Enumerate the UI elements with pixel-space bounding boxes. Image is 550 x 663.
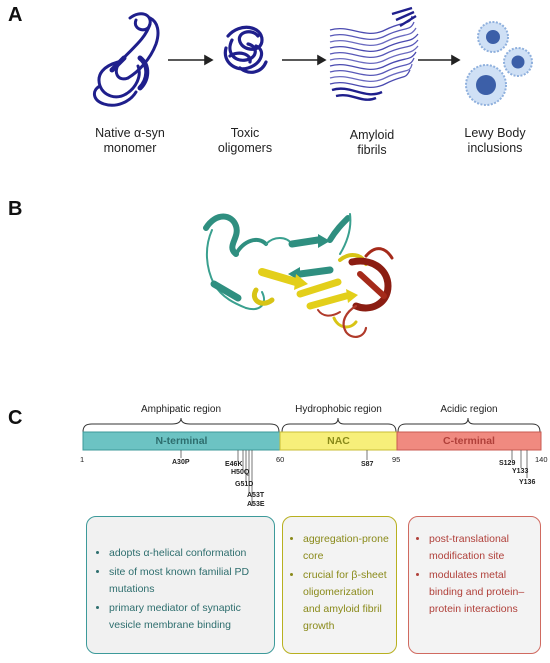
mutation-y136: Y136	[519, 479, 536, 486]
position-140: 140	[535, 455, 548, 464]
mutation-g51d: G51D	[235, 481, 254, 488]
card-bullet: aggregation-prone core	[303, 531, 390, 565]
mutation-a30p: A30P	[172, 459, 190, 466]
c-terminal-card: post-translational modification site mod…	[408, 516, 541, 654]
c-terminal-bar	[396, 431, 542, 451]
card-bullet: site of most known familial PD mutations	[109, 564, 264, 598]
card-bullet: crucial for β-sheet oligomerization and …	[303, 567, 390, 635]
card-bullet: primary mediator of synaptic vesicle mem…	[109, 600, 264, 634]
region-amphipatic-label: Amphipatic region	[140, 404, 222, 415]
oligomer-structure-icon	[223, 25, 268, 74]
nac-card: aggregation-prone core crucial for β-she…	[282, 516, 397, 654]
arrow-right-icon	[418, 54, 461, 66]
c-terminal-label: C-terminal	[443, 435, 495, 447]
n-terminal-ribbon	[203, 213, 352, 310]
region-hydrophobic-label: Hydrophobic region	[295, 404, 382, 415]
mutation-e46k: E46K	[225, 461, 243, 468]
nac-ribbon	[252, 253, 368, 329]
domain-map	[82, 417, 542, 506]
card-bullet: post-translational modification site	[429, 531, 534, 565]
n-terminal-label: N-terminal	[155, 435, 208, 447]
panel-c-label: C	[8, 407, 23, 429]
panel-a-illustrations	[93, 6, 533, 107]
panel-b-label: B	[8, 198, 23, 220]
mutation-a53t: A53T	[247, 492, 265, 499]
arrow-right-icon	[282, 54, 327, 66]
mutation-a53e: A53E	[247, 501, 265, 508]
lewy-body-icon	[465, 21, 533, 106]
card-bullet: adopts α-helical conformation	[109, 545, 264, 562]
nac-label: NAC	[327, 435, 350, 447]
c-terminal-ribbon	[317, 247, 394, 338]
fibril-structure-icon	[329, 6, 419, 101]
card-bullet: modulates metal binding and protein–prot…	[429, 567, 534, 618]
n-terminal-card: adopts α-helical conformation site of mo…	[86, 516, 275, 654]
region-acidic-label: Acidic region	[440, 404, 498, 415]
arrow-right-icon	[168, 54, 214, 66]
position-95: 95	[392, 455, 401, 464]
monomer-structure-icon	[93, 12, 160, 107]
region-braces	[82, 417, 541, 433]
mutation-h50q: H50Q	[231, 469, 250, 476]
position-60: 60	[276, 455, 285, 464]
mutation-s87: S87	[361, 461, 374, 468]
panel-a-label: A	[8, 4, 23, 26]
mutation-s129: S129	[499, 460, 516, 467]
mutation-y133: Y133	[512, 468, 529, 475]
position-1: 1	[80, 455, 85, 464]
protein-ribbon-structure	[203, 213, 394, 338]
